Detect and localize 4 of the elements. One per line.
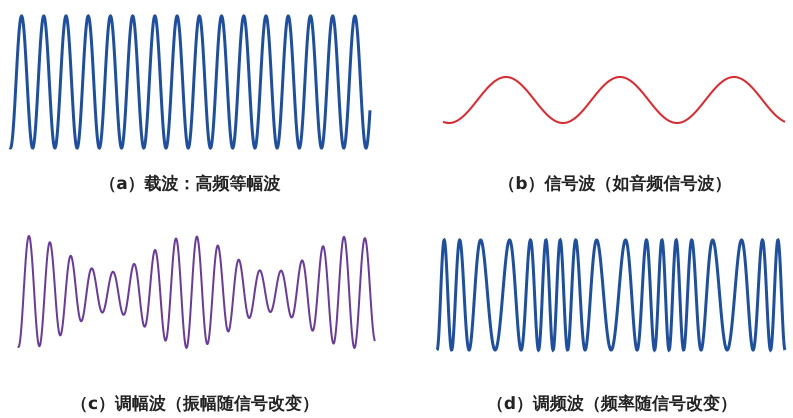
figure-caption: （b）信号波（如音频信号波） [498,173,732,195]
figure-caption: （d）调频波（频率随信号改变） [486,393,738,415]
figure-caption: （c）调幅波（振幅随信号改变） [70,393,320,415]
figure-caption: （a）载波：高频等幅波 [99,173,281,195]
